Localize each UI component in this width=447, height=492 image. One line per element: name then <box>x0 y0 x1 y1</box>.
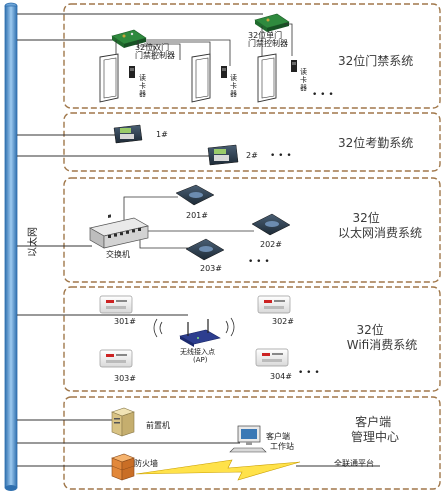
platform-label: 全联通平台 <box>334 458 374 468</box>
backbone-links <box>17 13 263 467</box>
double-controller-label: 32位双门 门禁控制器 <box>135 42 175 60</box>
wifi-pos-section: 32位 Wifi消费系统 301# 302# 303# <box>99 295 418 383</box>
firewall-label: 防火墙 <box>134 458 158 468</box>
access-ellipsis: • • • <box>312 90 334 100</box>
attendance-terminal-icon <box>113 124 143 144</box>
workstation-icon <box>229 425 267 453</box>
wifi-pos-terminal-icon <box>99 349 133 368</box>
workstation-label: 客户端 工作站 <box>266 431 294 451</box>
client-section-title: 客户端 管理中心 <box>351 414 399 444</box>
panel-access <box>63 3 441 109</box>
ethernet-backbone: 以太网 <box>4 2 39 491</box>
ethernet-pos-section: 32位 以太网消费系统 交换机 <box>89 184 422 273</box>
wifi-pos-device-label: 302# <box>272 317 294 326</box>
door-icon <box>191 53 211 103</box>
pos-device-label: 201# <box>186 211 208 220</box>
single-controller-label: 32位单门 门禁控制器 <box>248 30 288 48</box>
ap-label: 无线接入点 (AP) <box>180 347 217 364</box>
switch-icon <box>89 214 149 249</box>
pos-terminal-icon <box>185 238 225 261</box>
panel-ethernet-pos <box>63 177 441 283</box>
attendance-section-title: 32位考勤系统 <box>338 135 413 150</box>
wifi-pos-device-label: 301# <box>114 317 136 326</box>
card-reader-icon <box>129 66 135 78</box>
pos-terminal-icon <box>251 213 291 236</box>
door-icon <box>257 53 277 103</box>
switch-label: 交换机 <box>106 249 130 259</box>
access-control-section: 32位门禁系统 32位双门 门禁控制器 32位单门 门禁控制器 <box>99 13 413 103</box>
card-reader-icon <box>221 66 227 78</box>
front-server-label: 前置机 <box>146 420 170 430</box>
wifi-pos-terminal-icon <box>257 295 291 314</box>
backbone-label: 以太网 <box>26 227 39 257</box>
attendance-section: 32位考勤系统 1# 2# • • • <box>113 124 413 166</box>
wifi-pos-device-label: 304# <box>270 372 292 381</box>
wifi-signal-icon <box>153 317 235 338</box>
single-door-controller <box>254 13 290 32</box>
panel-attendance <box>63 112 441 172</box>
panel-wifi-pos <box>63 286 441 392</box>
ethernet-pos-ellipsis: • • • <box>248 257 270 267</box>
access-section-title: 32位门禁系统 <box>338 53 413 68</box>
reader-label: 读卡器 <box>300 67 307 92</box>
attendance-ellipsis: • • • <box>270 151 292 161</box>
pos-terminal-icon <box>175 184 215 206</box>
wifi-pos-terminal-icon <box>255 348 289 367</box>
wifi-pos-device-label: 303# <box>114 374 136 383</box>
attendance-device-label: 2# <box>246 151 258 160</box>
pos-device-label: 203# <box>200 264 222 273</box>
attendance-device-label: 1# <box>156 130 168 139</box>
card-reader-icon <box>291 60 297 72</box>
wifi-pos-ellipsis: • • • <box>298 368 320 378</box>
section-panels <box>63 3 441 490</box>
ethernet-pos-title: 32位 以太网消费系统 <box>338 210 422 240</box>
server-icon <box>111 407 135 437</box>
pos-device-label: 202# <box>260 240 282 249</box>
wifi-access-point-icon <box>179 319 221 347</box>
door-icon <box>99 53 119 103</box>
reader-label: 读卡器 <box>139 73 146 98</box>
lightning-icon <box>135 459 301 481</box>
client-section: 客户端 管理中心 前置机 客户端 工作站 <box>111 407 399 481</box>
attendance-terminal-icon <box>207 144 239 166</box>
wifi-pos-title: 32位 Wifi消费系统 <box>347 322 418 352</box>
wifi-pos-terminal-icon <box>99 295 133 314</box>
firewall-icon <box>111 453 135 481</box>
double-door-controller <box>111 29 147 48</box>
reader-label: 读卡器 <box>230 73 237 98</box>
